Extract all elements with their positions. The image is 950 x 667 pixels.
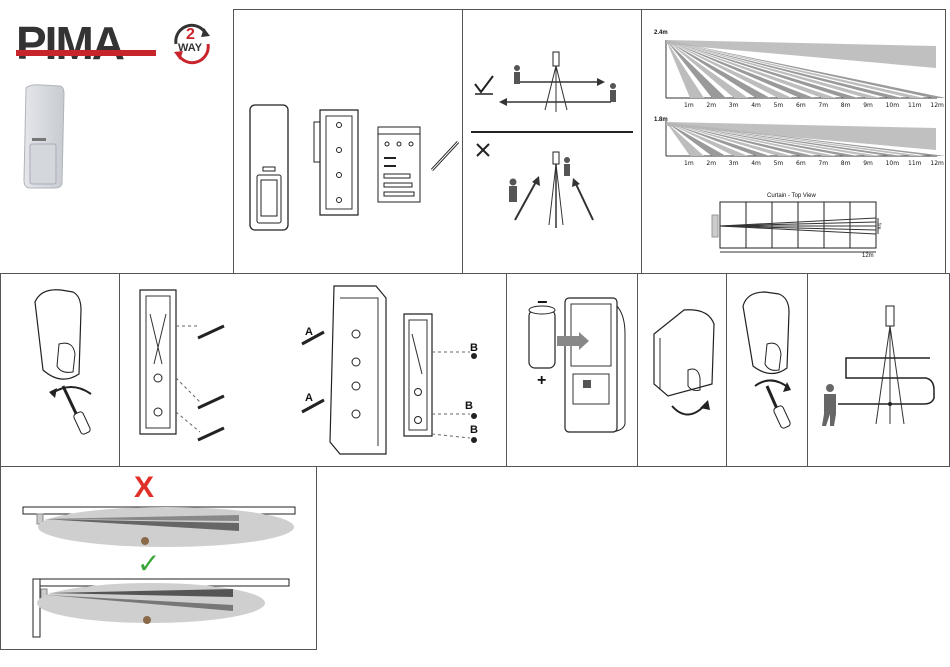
pet-icon [141,537,149,545]
correct-direction-icon [475,76,493,92]
brand-name: PIMA [16,20,123,66]
range-tick-label: 5m [774,160,784,167]
range-tick-label: 4m [751,102,761,109]
range-tick-label: 12m [930,102,943,109]
walk-test-step-panel [807,273,950,467]
ceiling-placement-panel: X ✓ [0,466,317,650]
range-tick-label: 6m [796,102,806,109]
range-tick-label: 10m [886,160,899,167]
range-tick-label: 12m [930,160,943,167]
screw-label-a2: A [305,392,313,404]
badge-text: WAY [178,42,202,54]
screw-label-b1: B [470,342,478,354]
walk-direction-panel [462,9,642,274]
pet-icon [143,616,151,624]
close-cover-step-panel [637,273,727,467]
range-tick-label: 3m [729,102,739,109]
brand-logo: PIMA [16,20,156,70]
battery-step-panel: − + [506,273,638,467]
battery-minus: − [537,292,548,313]
range-tick-label: 2m [706,160,716,167]
range-tick-label: 1m [684,160,694,167]
range-tick-label: 2m [706,102,716,109]
screw-label-a1: A [305,326,313,338]
curtain-top-view [642,10,942,90]
range-tick-label: 8m [841,160,851,167]
screw-label-b3: B [470,424,478,436]
range-tick-label: 9m [863,160,873,167]
two-way-badge: 2 WAY [168,22,216,66]
brand-underline [16,50,156,56]
range-tick-label: 6m [796,160,806,167]
range-tick-label: 4m [751,160,761,167]
range-tick-label: 1m [684,102,694,109]
range-tick-label: 10m [886,102,899,109]
curtain-length-label: 12m [862,253,874,259]
range-tick-label: 11m [908,102,921,109]
mounting-step-panel: A A B B B [119,273,507,467]
open-cover-step-panel [0,273,120,467]
curtain-title: Curtain - Top View [767,193,816,199]
range-tick-label: 8m [841,102,851,109]
detector-photo [20,82,70,192]
range-tick-label: 7m [818,160,828,167]
range-tick-label: 5m [774,102,784,109]
wrong-direction-icon [477,144,489,156]
curtain-width-label: 1m [875,223,881,230]
range-tick-label: 3m [729,160,739,167]
range-tick-label: 9m [863,102,873,109]
range-tick-label: 7m [818,102,828,109]
tighten-screw-step-panel [726,273,808,467]
range-tick-label: 11m [908,160,921,167]
package-contents-panel [233,9,463,274]
battery-plus: + [537,372,546,390]
screw-label-b2: B [465,400,473,412]
